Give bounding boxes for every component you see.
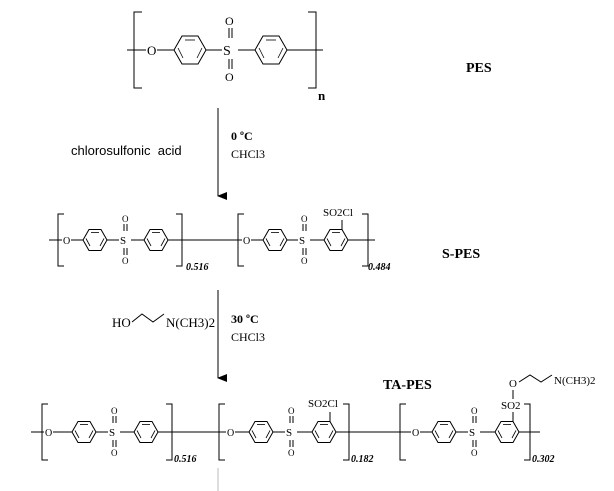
pes-label: PES [466, 61, 492, 76]
step1-temperature: 0 ºC [231, 129, 253, 143]
pes-sulfonyl-oxygen-bottom: O [225, 70, 234, 84]
tapes-substituent-so2-ester: SO2 [501, 400, 521, 412]
tapes-unit2-sulfur: S [286, 427, 292, 439]
pes-sulfonyl-oxygen-top: O [225, 14, 234, 28]
spes-fraction-sulfonyl-chloride: 0.484 [368, 262, 391, 273]
spes-unit1-sulfonyl-oxygen-bottom: O [122, 256, 129, 266]
tapes-unit3-sulfur: S [469, 427, 475, 439]
tapes-amine-tail: N(CH3)2 [554, 375, 596, 387]
spes-structure: O S O O 0.516 O [49, 207, 391, 273]
tapes-unit1-ring-1 [71, 421, 97, 443]
tapes-unit1-ring-2 [133, 421, 159, 443]
spes-substituent-so2cl: SO2Cl [323, 207, 353, 219]
spes-unit1-sulfur: S [120, 235, 126, 247]
tapes-unit3-sulfonyl-oxygen-bottom: O [471, 448, 478, 458]
spes-unit1-ring-2 [143, 229, 169, 251]
spes-unit1-ether-oxygen: O [63, 236, 70, 247]
spes-unit2-sulfonyl-oxygen-bottom: O [301, 256, 308, 266]
tapes-unit1-sulfur: S [109, 427, 115, 439]
tapes-structure: O S O O 0.516 O [31, 374, 596, 465]
tapes-unit2-ether-oxygen: O [227, 428, 234, 439]
step1-solvent: CHCl3 [231, 147, 265, 161]
spes-unit2-sulfur: S [299, 235, 305, 247]
tapes-unit2-sulfonyl-oxygen-top: O [288, 406, 295, 416]
tapes-ester-oxygen: O [509, 378, 517, 390]
step2-reagent: HO N(CH3)2 [112, 313, 215, 330]
spes-unit2-sulfonyl-oxygen-top: O [301, 214, 308, 224]
spes-unit2-ring-2 [323, 229, 349, 251]
step2-reagent-hydroxyl: HO [112, 315, 131, 330]
pes-sulfur: S [223, 44, 231, 59]
tapes-label: TA-PES [383, 378, 432, 393]
spes-unit2-ring-1 [262, 229, 288, 251]
pes-ring-1 [173, 35, 207, 65]
step2-reagent-amine: N(CH3)2 [166, 315, 215, 330]
tapes-fraction-sulfonyl-chloride: 0.182 [351, 454, 374, 465]
step1-reagent: chlorosulfonic acid [71, 143, 182, 158]
tapes-fraction-unmodified: 0.516 [174, 454, 197, 465]
step2-solvent: CHCl3 [231, 330, 265, 344]
tapes-unit3-ether-oxygen: O [412, 428, 419, 439]
tapes-unit3-ring-1 [431, 421, 457, 443]
tapes-unit1-sulfonyl-oxygen-bottom: O [111, 448, 118, 458]
spes-label: S-PES [442, 247, 480, 262]
tapes-unit2-ring-1 [248, 421, 274, 443]
pes-structure: O S O O n [127, 11, 326, 103]
step2-temperature: 30 ºC [231, 312, 259, 326]
pes-ring-2 [254, 35, 288, 65]
tapes-unit2-sulfonyl-oxygen-bottom: O [288, 448, 295, 458]
tapes-unit1-ether-oxygen: O [45, 428, 52, 439]
tapes-unit1-sulfonyl-oxygen-top: O [111, 406, 118, 416]
pes-repeat-subscript: n [318, 88, 326, 103]
spes-unit2-ether-oxygen: O [243, 236, 250, 247]
tapes-fraction-amine-ester: 0.302 [532, 454, 555, 465]
pes-ether-oxygen: O [147, 43, 156, 58]
tapes-substituent-so2cl: SO2Cl [308, 398, 338, 410]
spes-fraction-unmodified: 0.516 [186, 262, 209, 273]
spes-unit1-sulfonyl-oxygen-top: O [122, 214, 129, 224]
spes-unit1-ring-1 [82, 229, 108, 251]
tapes-unit2-ring-2 [311, 421, 337, 443]
tapes-unit3-sulfonyl-oxygen-top: O [471, 406, 478, 416]
tapes-unit3-ring-2 [494, 421, 520, 443]
